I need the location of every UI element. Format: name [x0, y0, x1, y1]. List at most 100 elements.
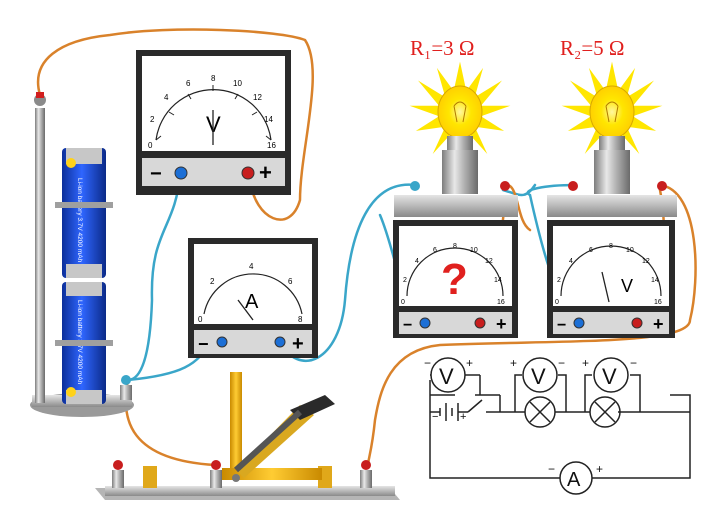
tick-6: 6 — [288, 277, 293, 286]
tick-10: 10 — [233, 79, 242, 88]
schematic-minus-3: − — [630, 356, 637, 370]
schematic-a: A — [567, 469, 581, 491]
schematic-minus-2: − — [558, 356, 565, 370]
tick-4: 4 — [164, 93, 169, 102]
bulb-r1-terminal-left[interactable] — [410, 181, 420, 191]
tick-0: 0 — [198, 315, 203, 324]
tick-14: 14 — [494, 277, 502, 284]
bulb-r2-terminal-left[interactable] — [568, 181, 578, 191]
wire-orange-right — [366, 183, 697, 467]
tick-0: 0 — [401, 299, 405, 306]
wire-blue-1 — [126, 173, 182, 382]
terminal-plus-label: + — [292, 333, 304, 355]
terminal-minus[interactable] — [174, 166, 188, 180]
battery: Li-ion battery 3.7V 4200 mAh Li-ion batt… — [62, 148, 106, 404]
terminal-plus[interactable] — [474, 317, 486, 329]
ammeter: 0 2 4 6 8 A − + — [188, 238, 318, 358]
schematic-v2: V — [531, 364, 546, 389]
terminal-minus[interactable] — [573, 317, 585, 329]
wire-blue-6 — [501, 183, 537, 197]
schematic-voltmeter-2 — [522, 357, 558, 393]
label-r1: R₁=3 Ω — [410, 36, 475, 60]
tick-12: 12 — [253, 93, 262, 102]
tick-8: 8 — [211, 74, 216, 83]
schematic-batt-minus: − — [432, 411, 438, 423]
voltmeter-r1: 0 2 4 6 8 10 12 14 16 ? − + — [393, 220, 518, 338]
tick-12: 12 — [485, 258, 493, 265]
tick-14: 14 — [651, 277, 659, 284]
lamp-r1-symbol — [524, 396, 556, 428]
switch-lever[interactable] — [236, 405, 314, 478]
terminal-plus-label: + — [496, 314, 507, 334]
wire-blue-3 — [276, 183, 417, 362]
tick-0: 0 — [148, 141, 153, 150]
needle — [601, 271, 610, 303]
terminal-plus[interactable] — [241, 166, 255, 180]
schematic-plus-3: + — [582, 356, 589, 370]
tick-16: 16 — [267, 141, 276, 150]
schematic-batt-plus: + — [460, 411, 466, 423]
tick-0: 0 — [555, 299, 559, 306]
tick-marks — [155, 85, 272, 141]
bulb-r2-terminal-right[interactable] — [657, 181, 667, 191]
schematic-plus-2: + — [510, 356, 517, 370]
bulb-r1 — [409, 61, 511, 194]
tick-16: 16 — [497, 299, 505, 306]
tick-8: 8 — [609, 243, 613, 250]
terminal-minus[interactable] — [419, 317, 431, 329]
tick-6: 6 — [589, 247, 593, 254]
terminal-plus-label: + — [259, 160, 272, 185]
terminal-minus-label: − — [198, 334, 209, 354]
voltmeter-r2: 0 2 4 6 8 10 12 14 16 V − + — [547, 220, 675, 338]
tick-10: 10 — [470, 247, 478, 254]
tick-6: 6 — [433, 247, 437, 254]
voltmeter-symbol: V — [621, 276, 633, 296]
wire-orange-bottom — [124, 378, 217, 467]
tick-2: 2 — [557, 277, 561, 284]
question-mark: ? — [441, 255, 468, 304]
tick-12: 12 — [642, 258, 650, 265]
circuit-schematic — [429, 357, 691, 495]
bulb-base-r2 — [547, 195, 677, 217]
tick-6: 6 — [186, 79, 191, 88]
switch-board — [95, 372, 400, 500]
tick-8: 8 — [298, 315, 303, 324]
tick-2: 2 — [150, 115, 155, 124]
battery-label-1: Li-ion battery 3.7V 4200 mAh — [76, 178, 83, 263]
schematic-a-minus: − — [548, 462, 555, 476]
tick-8: 8 — [453, 243, 457, 250]
terminal-plus-label: + — [653, 314, 664, 334]
schematic-ammeter — [559, 461, 593, 495]
tick-4: 4 — [569, 258, 573, 265]
terminal-plus[interactable] — [274, 336, 286, 348]
schematic-minus-1: − — [424, 356, 431, 370]
wire-orange-top — [36, 28, 315, 221]
battery-stand: Li-ion battery 3.7V 4200 mAh Li-ion batt… — [30, 92, 134, 417]
schematic-a-plus: + — [596, 462, 603, 476]
voltmeter-top: 0 2 4 6 8 10 12 14 16 V − + — [136, 50, 291, 195]
bulb-r1-terminal-right[interactable] — [500, 181, 510, 191]
tick-14: 14 — [264, 115, 273, 124]
tick-16: 16 — [654, 299, 662, 306]
tick-4: 4 — [415, 258, 419, 265]
schematic-v1: V — [439, 364, 454, 389]
tick-2: 2 — [403, 277, 407, 284]
needle — [237, 299, 254, 321]
ammeter-symbol: A — [245, 291, 259, 313]
schematic-labels: V V V A − + + − + − − + − + — [424, 356, 637, 491]
terminal-minus[interactable] — [216, 336, 228, 348]
schematic-plus-1: + — [466, 356, 473, 370]
schematic-v3: V — [602, 364, 617, 389]
schematic-voltmeter-3 — [593, 357, 629, 393]
terminal-minus-label: − — [150, 163, 162, 185]
tick-4: 4 — [249, 262, 254, 271]
lamp-r2-symbol — [589, 396, 621, 428]
label-r2: R₂=5 Ω — [560, 36, 625, 60]
terminal-minus-label: − — [403, 317, 412, 334]
terminal-minus-label: − — [557, 317, 566, 334]
terminal-plus[interactable] — [631, 317, 643, 329]
tick-2: 2 — [210, 277, 215, 286]
tick-10: 10 — [626, 247, 634, 254]
bulb-base-r1 — [394, 195, 518, 217]
